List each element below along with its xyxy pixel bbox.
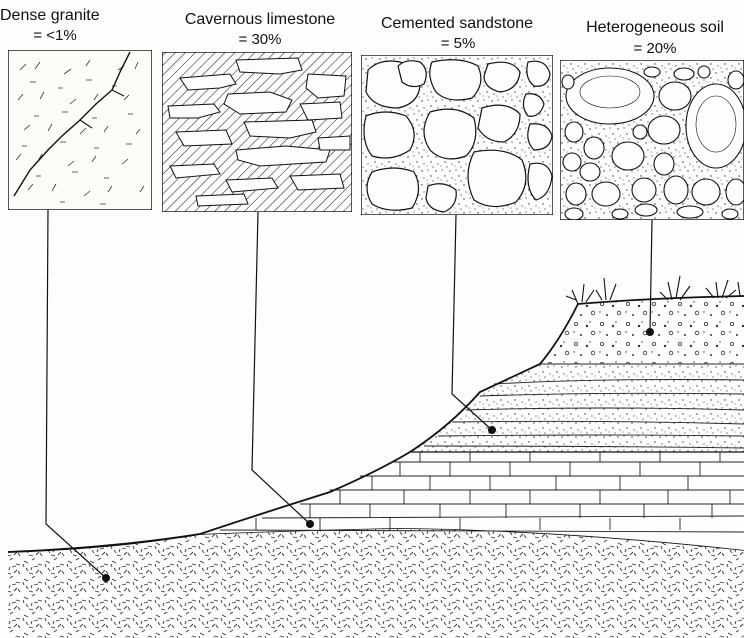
soil-leader-dot	[646, 328, 654, 336]
limestone-leader	[252, 212, 310, 524]
sandstone-leader-dot	[488, 426, 496, 434]
sandstone-layer	[410, 364, 744, 452]
limestone-panel	[162, 52, 352, 212]
granite-leader-dot	[102, 574, 110, 582]
granite-panel	[8, 50, 152, 210]
sandstone-panel	[361, 55, 553, 215]
soil-panel	[560, 60, 744, 220]
granite-leader	[46, 210, 106, 578]
limestone-leader-dot	[306, 520, 314, 528]
